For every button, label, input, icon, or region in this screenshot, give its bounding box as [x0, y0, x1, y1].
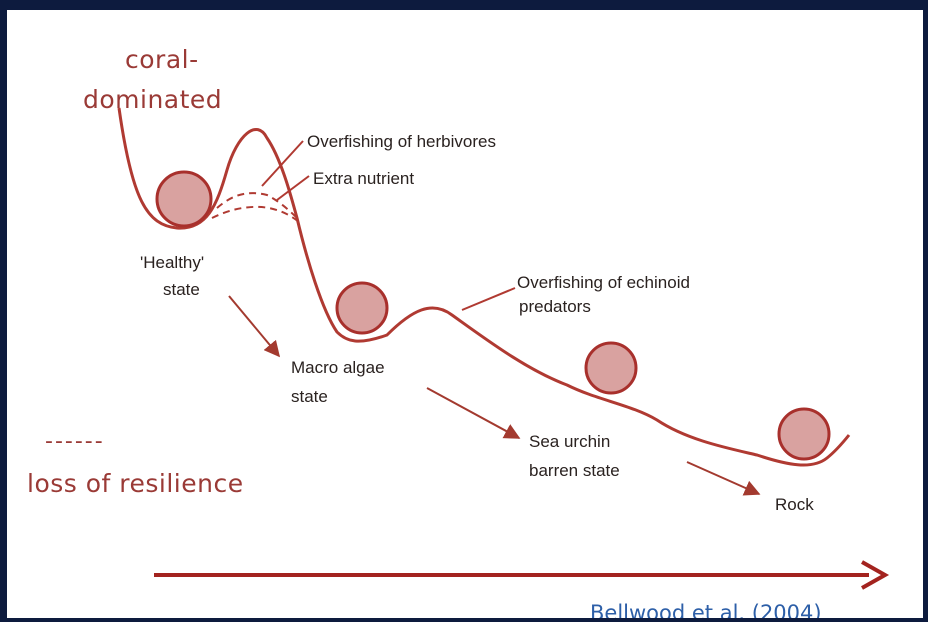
pointer-herbivores	[261, 140, 304, 187]
threshold-dashed-2	[211, 205, 300, 223]
label-coral-line1: coral-	[125, 45, 199, 74]
ball-sea-urchin	[584, 341, 638, 395]
label-herbivores: Overfishing of herbivores	[307, 132, 496, 151]
label-urchin-line1: Sea urchin	[529, 432, 610, 451]
ball-rock	[777, 407, 831, 461]
label-rock: Rock	[775, 495, 814, 514]
threshold-dashed-1	[216, 192, 298, 219]
landscape-curve	[117, 107, 851, 467]
citation: Bellwood et al. (2004)	[590, 601, 822, 622]
ball-macro-algae	[335, 281, 389, 335]
pointer-echinoid	[461, 287, 516, 311]
label-urchin-line2: barren state	[529, 461, 620, 480]
arrow-urchin-to-rock	[686, 461, 761, 496]
label-healthy-line1: 'Healthy'	[140, 253, 204, 272]
label-macro-line2: state	[291, 387, 328, 406]
pointer-nutrient	[276, 175, 310, 201]
label-echinoid-line1: Overfishing of echinoid	[517, 273, 690, 292]
label-nutrient: Extra nutrient	[313, 169, 414, 188]
legend-resilience: loss of resilience	[27, 469, 244, 498]
label-echinoid-line2: predators	[519, 297, 591, 316]
legend-dash-symbol: ------	[45, 429, 105, 454]
arrow-macro-to-urchin	[426, 387, 521, 439]
ball-healthy	[155, 170, 213, 228]
stability-landscape-diagram: coral- dominated Overfishing of herbivor…	[27, 45, 890, 622]
arrow-healthy-to-macro	[228, 295, 281, 358]
label-macro-line1: Macro algae	[291, 358, 385, 377]
label-coral-line2: dominated	[83, 85, 222, 114]
label-healthy-line2: state	[163, 280, 200, 299]
bottom-arrowhead	[861, 560, 890, 590]
